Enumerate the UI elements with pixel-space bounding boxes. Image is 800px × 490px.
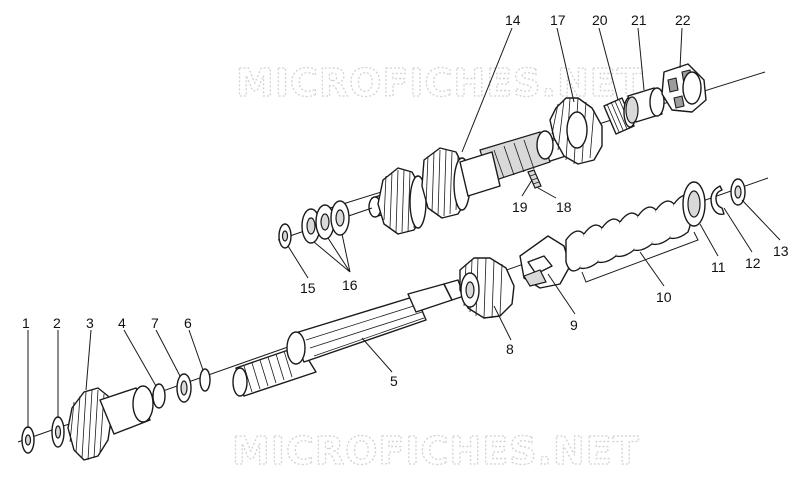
watermark-top: MICROFICHES.NET [236,61,644,105]
coil-spring [565,194,699,283]
shift-sleeve [519,235,571,289]
callout-20: 20 [592,12,608,28]
callout-11: 11 [711,259,726,275]
gear-3 [67,385,154,461]
gear-8 [459,257,515,319]
end-washer [730,178,746,206]
ring-6 [199,368,211,392]
callout-labels: 1 2 3 4 7 6 5 8 9 10 11 12 13 15 16 14 1… [22,12,789,389]
o-ring-4 [152,383,166,409]
watermark-bottom: MICROFICHES.NET [232,429,640,473]
callout-5: 5 [390,373,398,389]
callout-10: 10 [656,289,672,305]
thrust-washer [682,181,706,227]
callout-1: 1 [22,315,30,331]
gear-17 [549,97,603,165]
callout-9: 9 [570,317,578,333]
callout-4: 4 [118,315,126,331]
callout-22: 22 [675,12,691,28]
upper-shaft-assembly [329,63,766,235]
callout-6: 6 [184,315,192,331]
leader-lines [27,27,781,428]
callout-13: 13 [773,243,789,259]
callout-17: 17 [550,12,566,28]
callout-2: 2 [53,315,61,331]
callout-3: 3 [86,315,94,331]
callout-18: 18 [556,199,572,215]
callout-12: 12 [745,255,761,271]
callout-15: 15 [300,280,316,296]
callout-8: 8 [506,341,514,357]
left-washer [51,416,65,448]
main-shaft [232,279,465,397]
shim-washers [277,200,373,249]
lower-shaft-assembly [17,177,769,461]
callout-21: 21 [631,12,647,28]
callout-14: 14 [505,12,521,28]
callout-7: 7 [151,315,159,331]
callout-19: 19 [512,199,528,215]
gear-cluster [377,147,501,235]
bushing [625,87,665,124]
spring-pin [527,169,542,189]
left-circlip [21,426,35,454]
dog-ring [661,63,707,113]
callout-16: 16 [342,277,358,293]
circlip [710,185,725,216]
